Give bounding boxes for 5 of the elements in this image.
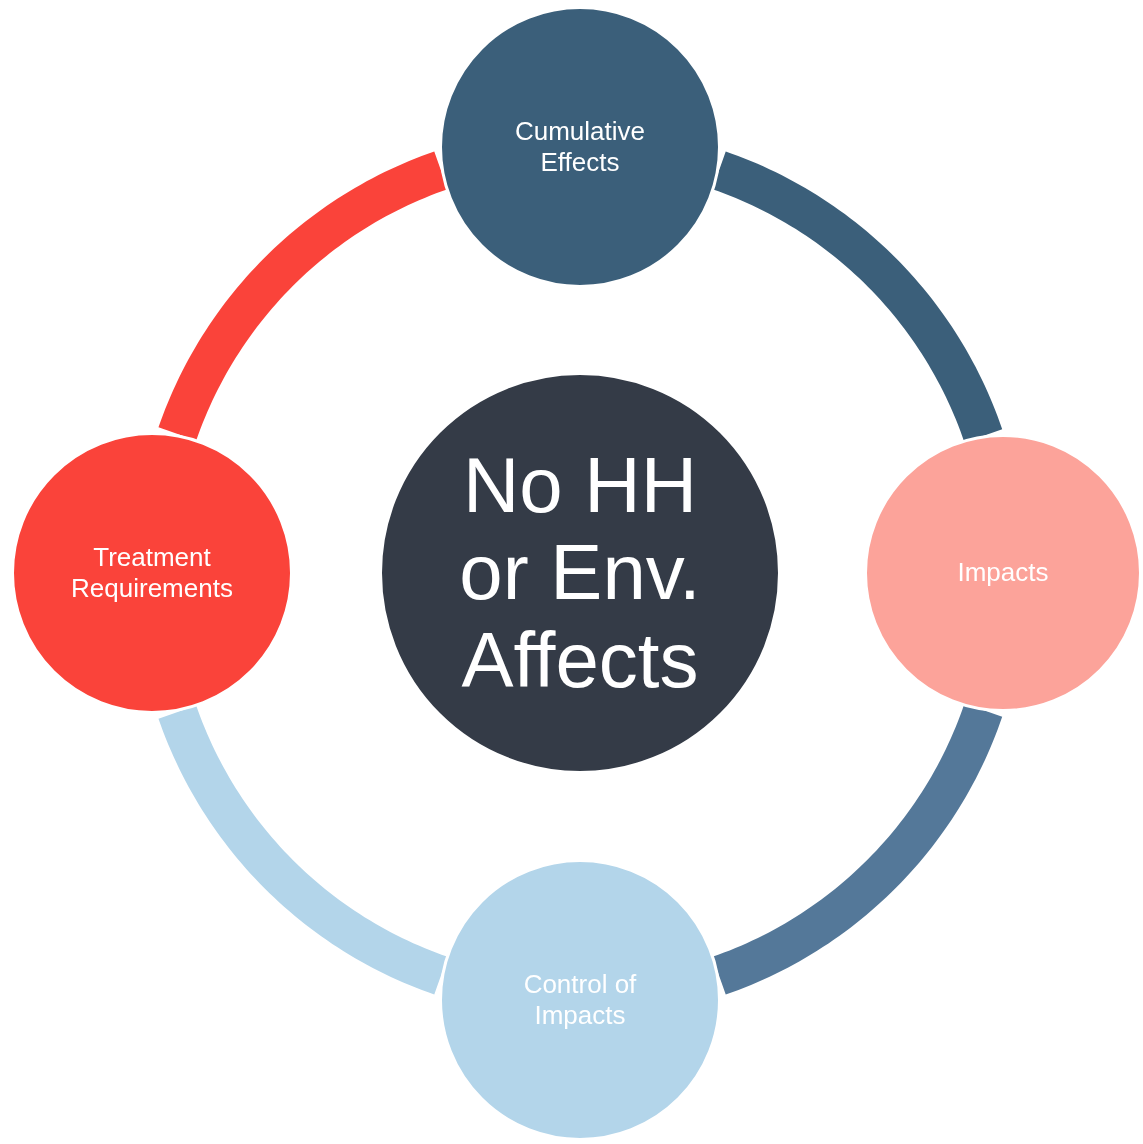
node-label: Treatment Requirements [70, 541, 234, 605]
node-label: Control of Impacts [522, 968, 638, 1032]
center-label: No HH or Env. Affects [458, 441, 702, 705]
node-label: Impacts [956, 557, 1050, 589]
node-label: Cumulative Effects [513, 115, 647, 179]
